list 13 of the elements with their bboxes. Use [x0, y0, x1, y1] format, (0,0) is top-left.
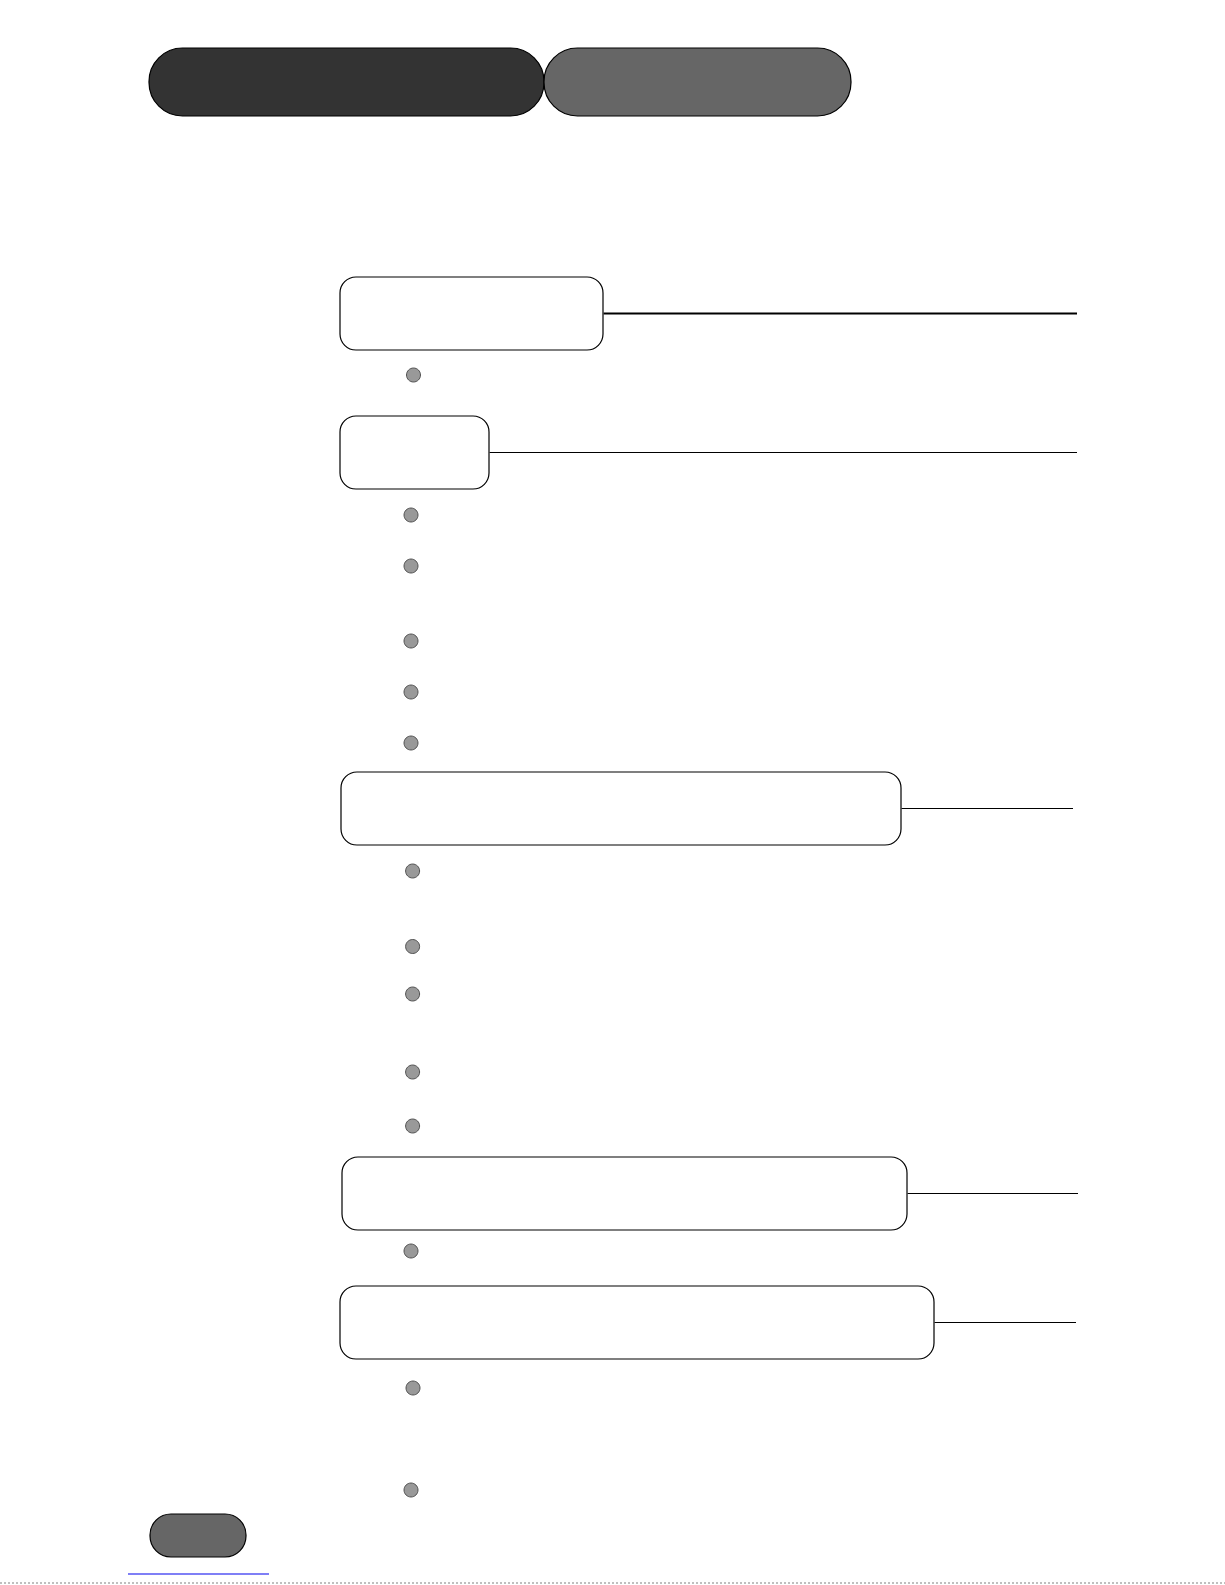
rounded-box [340, 771, 902, 846]
connector-line [901, 807, 1074, 810]
connector-line [489, 451, 1078, 454]
rounded-box [341, 1156, 908, 1231]
rounded-box [339, 276, 604, 351]
connector-line [602, 312, 1078, 315]
connector-line [934, 1321, 1077, 1324]
rounded-box [339, 1285, 935, 1360]
page-tab [149, 1513, 247, 1558]
connector-line [907, 1192, 1079, 1195]
rounded-box [339, 415, 490, 490]
header-tab [148, 47, 545, 117]
header-tab [543, 47, 852, 117]
